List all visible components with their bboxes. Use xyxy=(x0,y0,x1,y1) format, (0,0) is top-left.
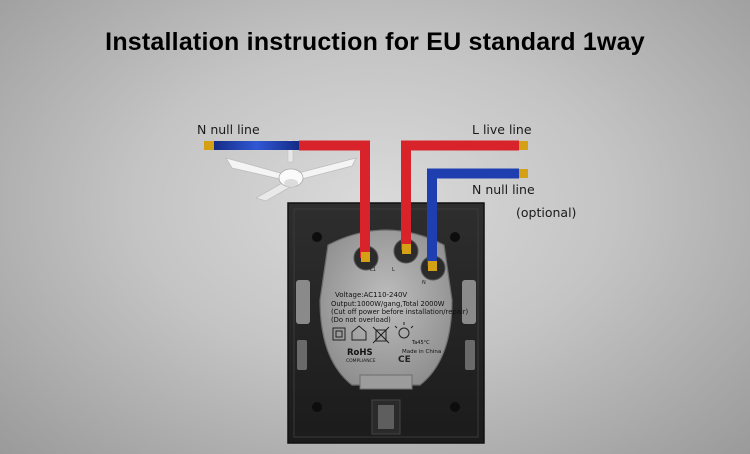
indoor-use-icon xyxy=(351,325,367,341)
lamp-load-icon xyxy=(394,322,414,339)
svg-text:N: N xyxy=(422,280,426,286)
weee-bin-icon xyxy=(372,326,390,344)
svg-text:L1: L1 xyxy=(370,267,376,273)
made-in-text: Made in China xyxy=(402,349,442,355)
page-title: Installation instruction for EU standard… xyxy=(105,28,645,56)
ceiling-fan-icon xyxy=(225,139,357,202)
ce-mark-icon: CE xyxy=(398,355,411,365)
voltage-text: Voltage:AC110-240V xyxy=(335,291,408,299)
live-wire-to-load xyxy=(299,140,370,262)
rohs-mark: RoHS xyxy=(347,348,373,358)
neutral-wire-left xyxy=(204,141,299,150)
live-wire-l xyxy=(401,140,528,254)
double-insulation-icon xyxy=(332,327,346,341)
ta-rating-text: Ta45°C xyxy=(412,340,430,346)
neutral-wire-n-optional xyxy=(427,168,528,271)
svg-text:CE: CE xyxy=(398,355,411,365)
switch-module-disc: L1 L N xyxy=(319,229,453,435)
optional-label: (optional) xyxy=(516,205,577,220)
svg-text:L: L xyxy=(392,267,395,273)
n-null-line-left-label: N null line xyxy=(197,122,260,137)
cutoff-text: (Cut off power before installation/repai… xyxy=(331,308,469,316)
compliance-text: COMPLIANCE xyxy=(346,359,376,364)
overload-text: (Do not overload) xyxy=(331,316,391,324)
l-live-line-label: L live line xyxy=(472,122,532,137)
output-text: Output:1000W/gang,Total 2000W xyxy=(331,300,445,308)
n-null-line-right-label: N null line xyxy=(472,182,535,197)
